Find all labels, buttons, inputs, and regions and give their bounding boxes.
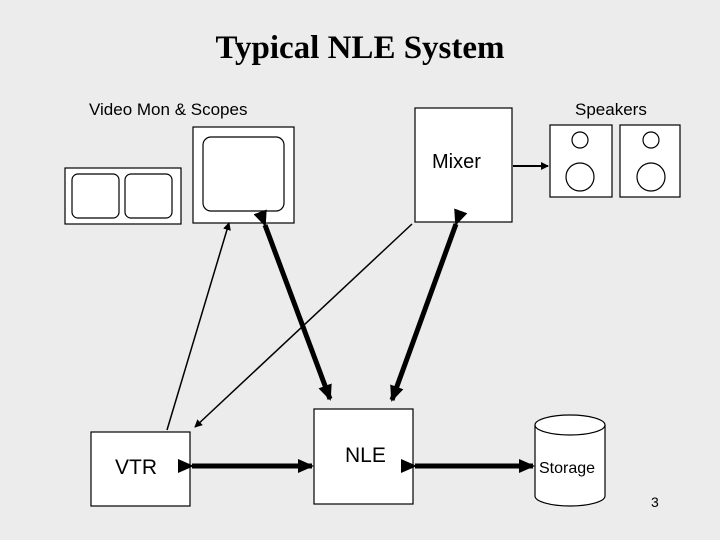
arrow-vtr-to-monitor [166,222,231,431]
vtr-label: VTR [115,456,157,479]
nle-box [313,408,414,505]
arrow-monitor-nle [253,209,333,401]
arrow-mixer-nle [389,208,468,402]
scopes-monitor [64,167,182,225]
speaker-right [619,124,681,198]
nle-label: NLE [345,444,386,467]
vtr-box [90,431,191,507]
page-number: 3 [651,494,659,510]
video-monitor [192,126,295,224]
storage-label: Storage [539,460,596,477]
mixer-label: Mixer [432,151,481,173]
speaker-left [549,124,613,198]
storage-cylinder [534,414,606,507]
slide-title: Typical NLE System [215,30,505,66]
speakers-label: Speakers [575,100,647,119]
monitors-label: Video Mon & Scopes [89,100,248,119]
